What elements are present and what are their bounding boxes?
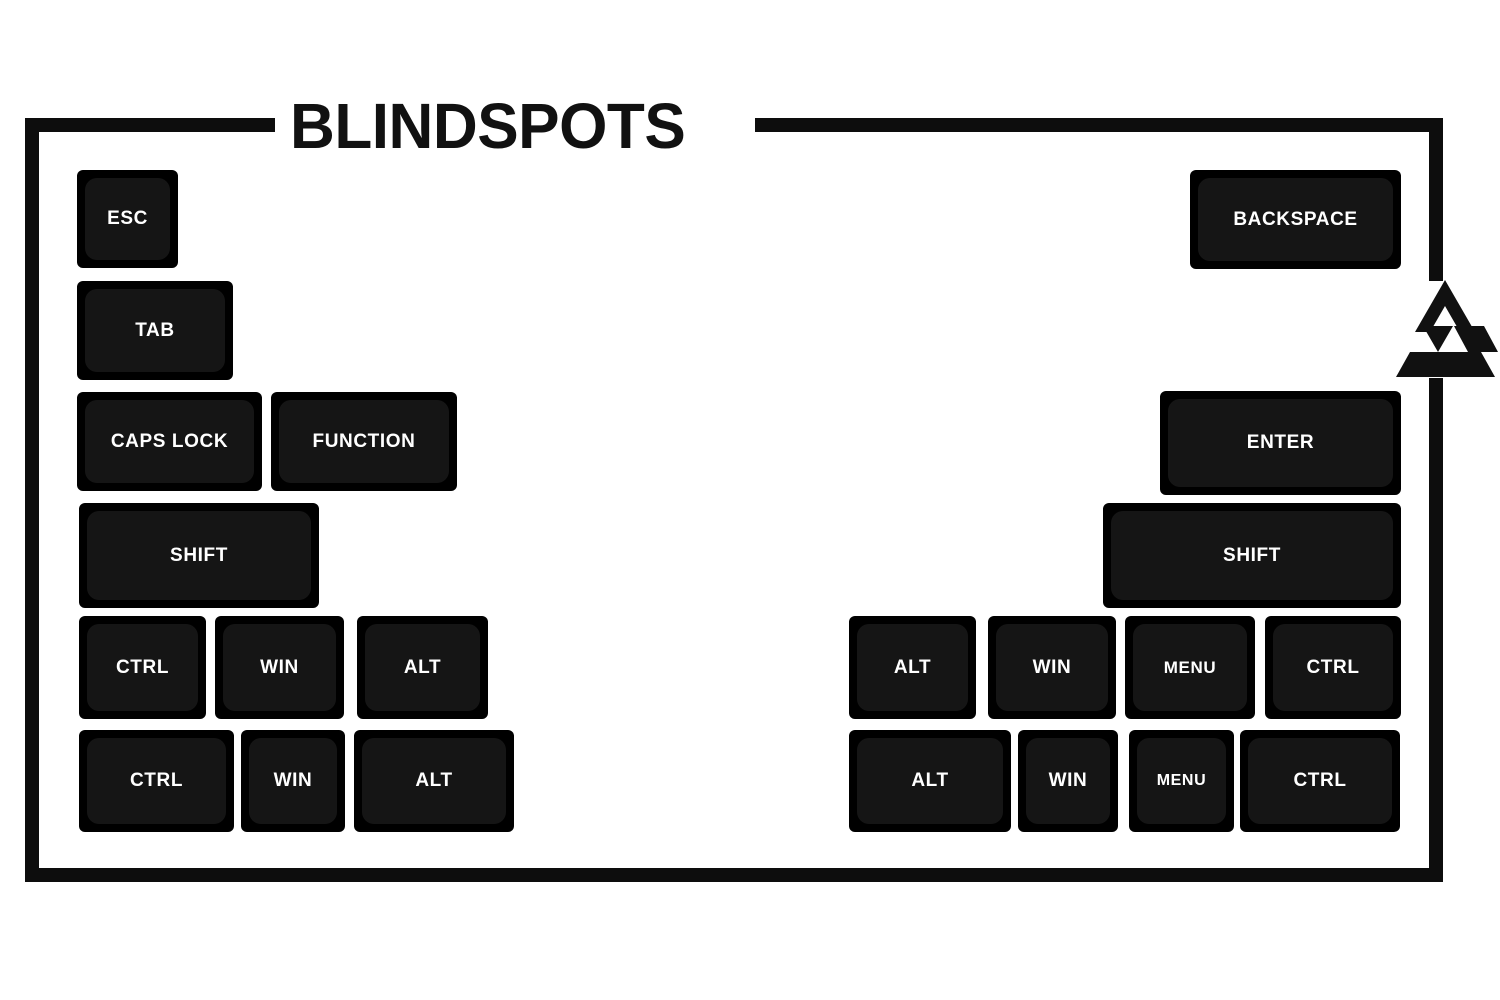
key-legend: MENU [1156, 772, 1207, 789]
keycap-surface: WIN [996, 624, 1108, 711]
key-ctrl-right-row2[interactable]: CTRL [1240, 730, 1400, 832]
frame-left-edge [25, 118, 39, 882]
key-ctrl-left-row1[interactable]: CTRL [79, 616, 206, 719]
keycap-surface: ALT [857, 738, 1003, 824]
key-legend: ESC [107, 208, 148, 229]
key-legend: BACKSPACE [1233, 208, 1358, 230]
keycap-surface: FUNCTION [279, 400, 449, 483]
key-backspace[interactable]: BACKSPACE [1190, 170, 1401, 269]
keycap-surface: ALT [365, 624, 480, 711]
keycap-surface: ENTER [1168, 399, 1393, 487]
frame-top-right-segment [755, 118, 1443, 132]
key-win-right-row1[interactable]: WIN [988, 616, 1116, 719]
keycap-surface: ALT [362, 738, 506, 824]
key-legend: WIN [1032, 656, 1072, 678]
key-enter[interactable]: ENTER [1160, 391, 1401, 495]
keycap-surface: WIN [249, 738, 337, 824]
key-legend: CTRL [1293, 770, 1347, 791]
key-ctrl-right-row1[interactable]: CTRL [1265, 616, 1401, 719]
keycap-surface: BACKSPACE [1198, 178, 1393, 261]
key-win-left-row2[interactable]: WIN [241, 730, 345, 832]
key-menu-right-row2[interactable]: MENU [1129, 730, 1234, 832]
key-legend: ALT [911, 770, 949, 791]
keycap-surface: ALT [857, 624, 968, 711]
key-alt-left-row2[interactable]: ALT [354, 730, 514, 832]
keycap-surface: WIN [1026, 738, 1110, 824]
key-legend: WIN [1048, 770, 1088, 791]
keycap-surface: CAPS LOCK [85, 400, 254, 483]
key-legend: CTRL [115, 656, 170, 678]
key-legend: CTRL [1306, 656, 1360, 678]
key-legend: WIN [260, 656, 299, 678]
key-alt-right-row1[interactable]: ALT [849, 616, 976, 719]
key-function[interactable]: FUNCTION [271, 392, 457, 491]
key-menu-right-row1[interactable]: MENU [1125, 616, 1255, 719]
triangle-logo [1392, 278, 1498, 380]
key-legend: ALT [893, 656, 932, 678]
frame-right-edge-lower [1429, 378, 1443, 882]
key-shift-right[interactable]: SHIFT [1103, 503, 1401, 608]
page-title: BLINDSPOTS [290, 90, 686, 162]
key-alt-left-row1[interactable]: ALT [357, 616, 488, 719]
key-legend: ALT [415, 770, 453, 791]
key-legend: CTRL [129, 770, 184, 791]
frame-bottom-edge [25, 868, 1443, 882]
keycap-surface: TAB [85, 289, 225, 372]
key-ctrl-left-row2[interactable]: CTRL [79, 730, 234, 832]
key-alt-right-row2[interactable]: ALT [849, 730, 1011, 832]
frame-top-left-segment [25, 118, 275, 132]
key-legend: ENTER [1246, 432, 1315, 453]
keycap-surface: SHIFT [87, 511, 311, 600]
key-legend: SHIFT [1223, 544, 1281, 566]
frame-right-edge-upper [1429, 118, 1443, 281]
key-caps-lock[interactable]: CAPS LOCK [77, 392, 262, 491]
key-legend: MENU [1163, 657, 1217, 677]
key-win-right-row2[interactable]: WIN [1018, 730, 1118, 832]
keycap-surface: CTRL [87, 624, 198, 711]
keycap-surface: MENU [1133, 624, 1247, 711]
key-tab[interactable]: TAB [77, 281, 233, 380]
key-esc[interactable]: ESC [77, 170, 178, 268]
key-legend: FUNCTION [312, 430, 416, 452]
keycap-surface: MENU [1137, 738, 1226, 824]
key-win-left-row1[interactable]: WIN [215, 616, 344, 719]
key-legend: CAPS LOCK [110, 430, 229, 452]
keycap-surface: CTRL [1248, 738, 1392, 824]
keycap-surface: CTRL [87, 738, 226, 824]
keycap-surface: WIN [223, 624, 336, 711]
key-legend: ALT [403, 656, 442, 678]
keycap-surface: SHIFT [1111, 511, 1393, 600]
key-legend: TAB [135, 319, 175, 341]
key-shift-left[interactable]: SHIFT [79, 503, 319, 608]
key-legend: WIN [273, 770, 313, 791]
key-legend: SHIFT [170, 544, 228, 566]
keycap-surface: CTRL [1273, 624, 1393, 711]
keycap-surface: ESC [85, 178, 170, 260]
